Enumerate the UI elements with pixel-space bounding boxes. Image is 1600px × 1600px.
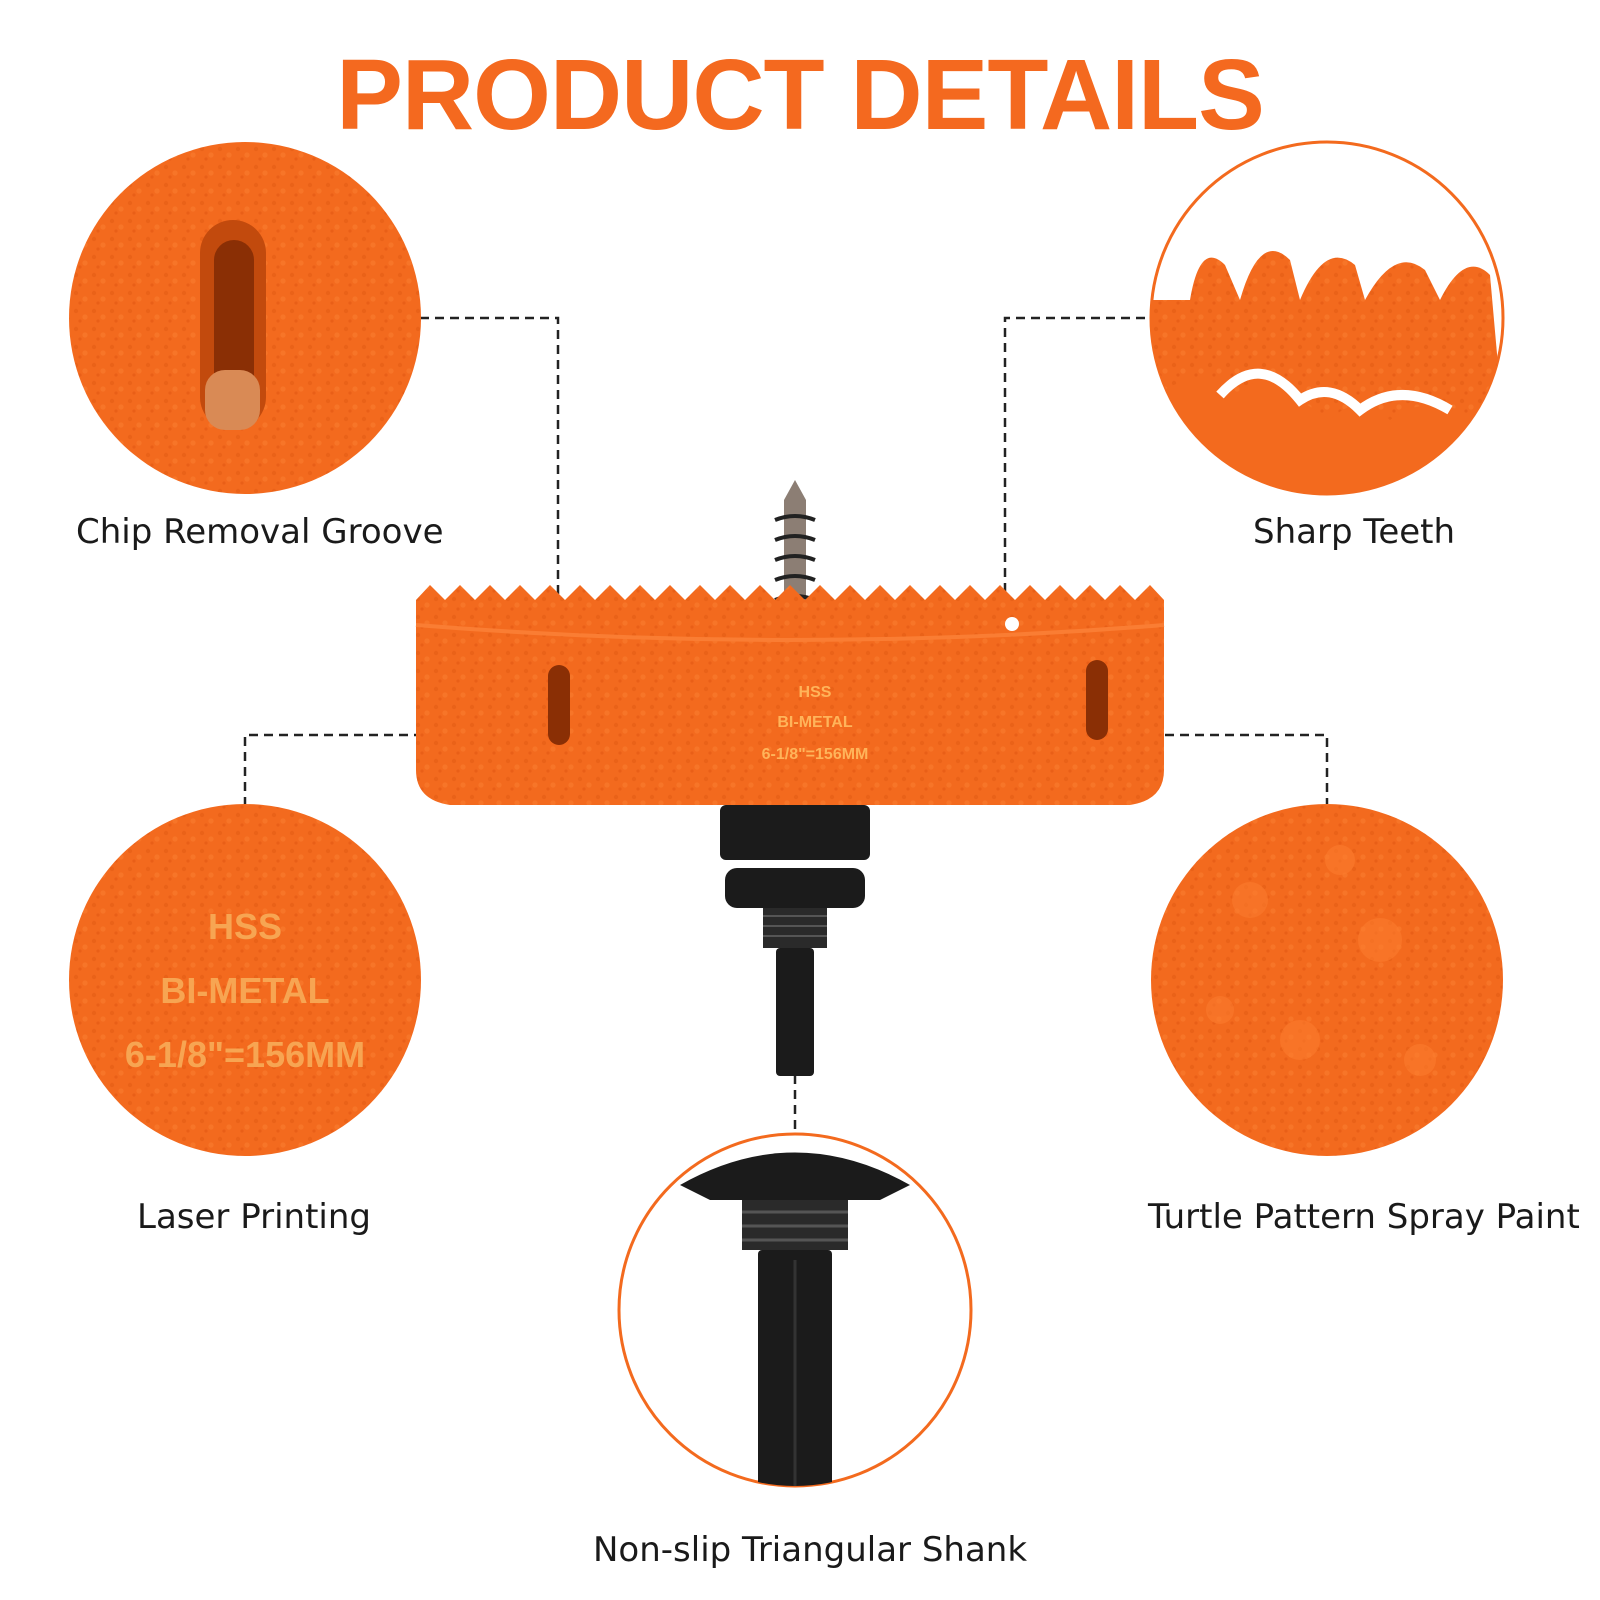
laser-imprint-line3: 6-1/8"=156MM <box>124 1034 366 1075</box>
laser-imprint-line2: BI-METAL <box>160 970 330 1011</box>
connector-teeth <box>1003 316 1160 600</box>
connector-laser <box>243 733 760 806</box>
zoom-circle-sharp-teeth <box>1149 140 1505 496</box>
saw-imprint-line2: BI-METAL <box>777 714 853 731</box>
arbor-shank-icon <box>720 805 870 1076</box>
laser-imprint-line1: HSS <box>207 906 283 947</box>
hole-saw-icon <box>415 480 1165 1076</box>
saw-imprint-line1: HSS <box>798 684 832 701</box>
zoom-circle-laser-printing <box>69 804 421 1156</box>
connector-chip <box>420 316 560 660</box>
label-chip-removal-groove: Chip Removal Groove <box>76 512 444 552</box>
zoom-circle-turtle-pattern <box>1151 804 1503 1156</box>
zoom-circle-chip-groove <box>69 142 421 494</box>
label-shank: Non-slip Triangular Shank <box>593 1530 1028 1570</box>
label-laser-printing: Laser Printing <box>137 1197 371 1237</box>
page-title: PRODUCT DETAILS <box>336 39 1265 151</box>
label-turtle-pattern: Turtle Pattern Spray Paint <box>1148 1197 1580 1237</box>
zoom-circle-shank <box>617 1132 973 1488</box>
saw-imprint-line3: 6-1/8"=156MM <box>761 746 869 763</box>
label-sharp-teeth: Sharp Teeth <box>1253 512 1456 552</box>
